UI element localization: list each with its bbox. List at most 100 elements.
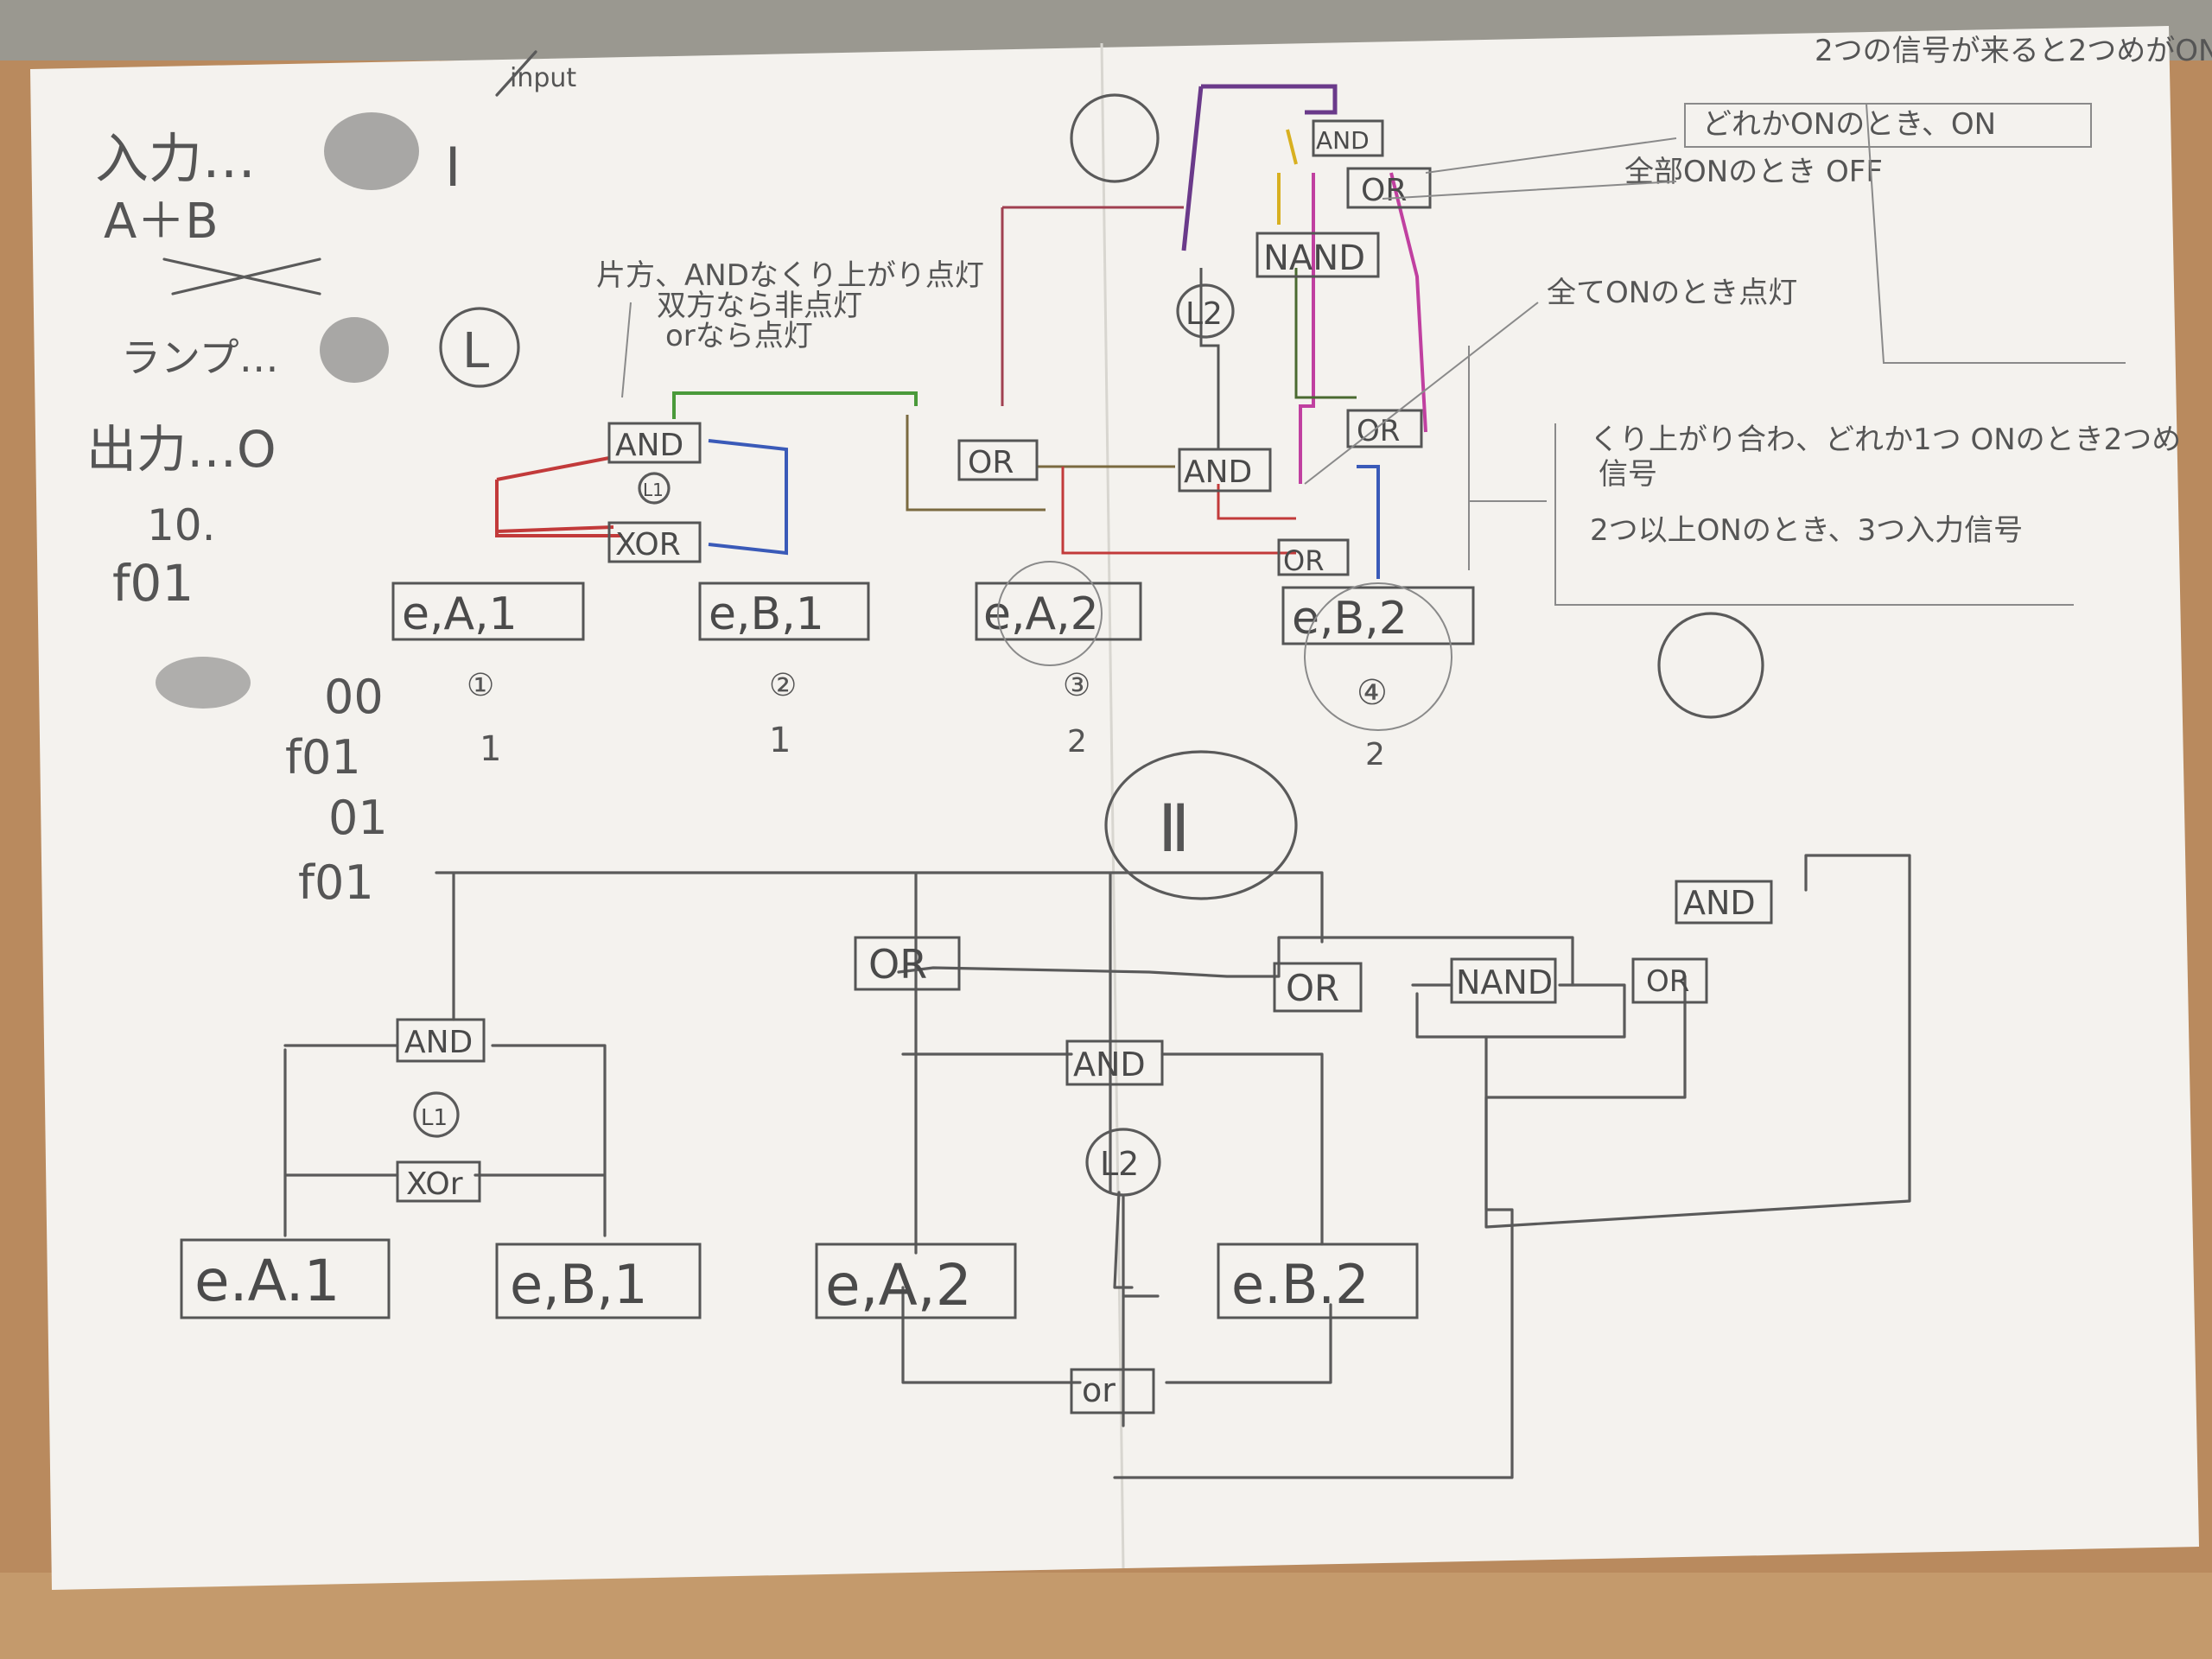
input-weight-1: 1 <box>480 729 501 769</box>
truth-row-6: f01 <box>298 855 374 910</box>
svg-text:AND: AND <box>1316 126 1370 155</box>
circle-a2 <box>997 561 1103 666</box>
input-e-b-1: e,B,1 <box>698 582 870 641</box>
bottom-gate-or-3: OR <box>1631 957 1708 1004</box>
svg-text:L2: L2 <box>1185 296 1223 332</box>
bottom-gate-nand: NAND <box>1450 957 1557 1004</box>
svg-text:e,B,1: e,B,1 <box>510 1253 648 1316</box>
gate-or-2: OR <box>1277 538 1350 577</box>
bottom-lamp-l1 <box>413 1091 460 1138</box>
wire-purple <box>1181 84 1338 251</box>
input-number-1: ① <box>467 668 494 703</box>
lamp-l2 <box>1176 283 1235 339</box>
paper-fold <box>1100 42 1125 1569</box>
input-e-b-2: e,B,2 <box>1281 586 1475 645</box>
bottom-wire-feedback <box>1411 854 1911 1229</box>
scribble-mark <box>156 657 251 709</box>
svg-text:L1: L1 <box>421 1105 448 1131</box>
input-number-2: ② <box>769 668 797 703</box>
svg-text:NAND: NAND <box>1263 238 1365 278</box>
input-number-4: ④ <box>1357 673 1388 713</box>
lamp-symbol-circle <box>439 307 520 388</box>
legend-output-line: 出力…O <box>86 420 276 479</box>
top-note-line-1: 片方、ANDなくり上がり点灯 <box>596 258 984 293</box>
bottom-wire-and <box>901 1052 1324 1246</box>
crossed-out-text <box>162 257 321 296</box>
lamp-l1 <box>638 472 671 505</box>
bottom-wire-carry <box>897 936 1574 987</box>
bottom-circuit: Ⅱ AND XOr OR AND OR NAND OR AND or L1 L2… <box>180 750 1911 1479</box>
circuit-2-label: Ⅱ <box>1158 790 1190 867</box>
truth-row-2: f01 <box>112 554 194 613</box>
scribbled-circle <box>324 112 419 190</box>
truth-row-3: 00 <box>324 670 384 724</box>
svg-text:AND: AND <box>1683 884 1756 922</box>
legend-lamp-line: ランプ… <box>121 334 279 381</box>
wire-red <box>495 456 622 537</box>
bottom-gate-or-4: or <box>1070 1368 1155 1414</box>
svg-text:e,A,2: e,A,2 <box>983 588 1099 640</box>
svg-text:XOR: XOR <box>615 527 681 563</box>
svg-text:OR: OR <box>1646 964 1689 999</box>
legend-lamp-symbol: L <box>462 323 489 379</box>
wire-olive <box>906 415 1175 512</box>
gate-nand: NAND <box>1255 232 1380 278</box>
bottom-input-e-a-1: e.A.1 <box>180 1238 391 1319</box>
svg-text:L1: L1 <box>643 480 664 500</box>
note-all-off: 全部ONのとき OFF <box>1624 155 1883 189</box>
svg-text:e.B.2: e.B.2 <box>1231 1253 1370 1316</box>
legend-input-symbol: I <box>445 136 461 199</box>
note-any-on: どれかONのとき、ON <box>1702 107 1996 142</box>
svg-text:AND: AND <box>1184 454 1252 490</box>
gate-or-3: OR <box>1346 167 1432 209</box>
svg-text:OR: OR <box>868 941 927 988</box>
note-all-on: 全てONのとき点灯 <box>1547 276 1797 310</box>
input-e-a-1: e,A,1 <box>391 582 585 641</box>
gate-and-2: AND <box>1178 448 1272 493</box>
circuit-1-marker <box>1070 93 1160 183</box>
svg-text:AND: AND <box>1073 1046 1146 1084</box>
bottom-wire-bus <box>435 871 1324 1255</box>
gate-xor-1: XOR <box>607 521 702 563</box>
bottom-wire-l2 <box>1122 1195 1160 1298</box>
bottom-wire-right <box>1113 1035 1514 1479</box>
truth-row-1: 10. <box>147 500 216 550</box>
note-arrows <box>1304 137 1677 502</box>
bottom-gate-or-2: OR <box>1273 962 1363 1013</box>
svg-text:e,A,1: e,A,1 <box>402 588 518 640</box>
bottom-gate-and-1: AND <box>396 1018 486 1063</box>
bottom-input-e-a-2: e,A,2 <box>815 1243 1017 1319</box>
legend-input-line: 入力… <box>95 127 256 190</box>
note-two-top: 2つの信号が来ると2つめがONに <box>1815 34 2212 68</box>
paper-sheet <box>30 26 2199 1590</box>
svg-text:OR: OR <box>1357 414 1400 448</box>
svg-text:XOr: XOr <box>406 1166 463 1202</box>
top-note-line-2: 双方なら非点灯 <box>657 289 862 323</box>
bottom-gate-or-1: OR <box>854 936 961 991</box>
svg-text:AND: AND <box>615 428 683 463</box>
bottom-wire-or-out <box>901 1286 1332 1384</box>
input-e-a-2: e,A,2 <box>975 582 1142 641</box>
svg-text:e,B,2: e,B,2 <box>1292 593 1408 645</box>
note-arrow <box>621 302 632 398</box>
bottom-gate-and-3: AND <box>1675 880 1773 925</box>
wire-blue-2 <box>1357 465 1380 579</box>
input-note-arrow <box>495 50 537 97</box>
wire-blue <box>708 439 788 556</box>
svg-text:OR: OR <box>968 445 1014 480</box>
wire-yellow <box>1277 129 1298 225</box>
svg-text:or: or <box>1082 1371 1116 1409</box>
svg-text:OR: OR <box>1283 544 1324 577</box>
note-box-any-on <box>1684 103 2092 148</box>
gate-or-4: OR <box>1346 409 1423 448</box>
input-number-3: ③ <box>1063 668 1090 703</box>
gate-or-1: OR <box>957 439 1039 481</box>
input-weight-3: 2 <box>1067 724 1087 760</box>
table-edge <box>0 1573 2212 1659</box>
sketch-guides <box>1468 103 2126 606</box>
svg-text:e.A.1: e.A.1 <box>194 1248 340 1314</box>
bottom-input-e-b-2: e.B.2 <box>1217 1243 1419 1319</box>
truth-row-4: f01 <box>285 730 361 785</box>
scribbled-lamp <box>320 317 389 383</box>
svg-text:AND: AND <box>404 1025 473 1060</box>
